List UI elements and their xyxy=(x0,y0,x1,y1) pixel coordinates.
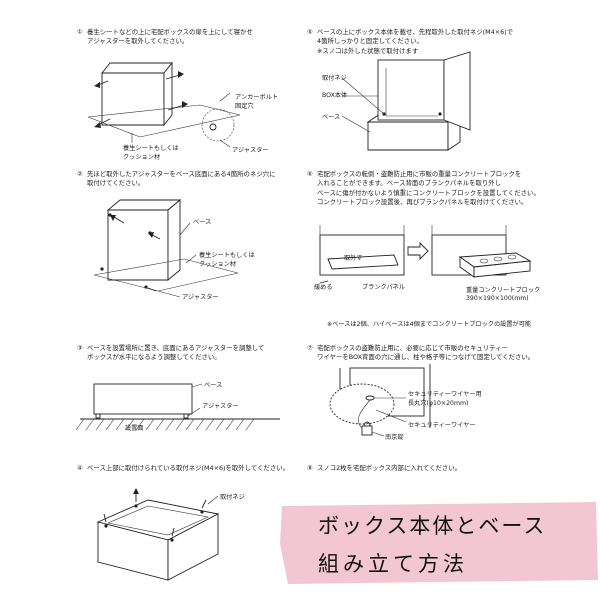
step-6-illustration xyxy=(319,225,532,284)
banner-title-line-1: ボックス本体とベース xyxy=(318,514,547,538)
s6-block-size-label: 390×190×100(mm) xyxy=(466,295,529,302)
s7-hole-label: 長丸穴(φ10×20mm) xyxy=(408,400,469,407)
banner-title-line-2: 組み立て方法 xyxy=(318,552,468,576)
s6-panel-label: ブランクパネル xyxy=(362,284,406,291)
step-3-illustration xyxy=(75,383,280,431)
s6-note: ※ベースは2個、ハイベースは4個までコンクリートブロックの設置が可能 xyxy=(327,321,532,328)
s2-base-label: ベース xyxy=(193,219,212,226)
step-4-illustration xyxy=(96,488,220,581)
s1-anchor2-label: 固定穴 xyxy=(235,103,254,110)
s3-adjuster-label: アジャスター xyxy=(202,403,239,410)
s2-adjuster-label: アジャスター xyxy=(182,294,219,301)
step-1-illustration xyxy=(87,61,241,148)
s6-block-label: 重量コンクリートブロック xyxy=(466,287,541,294)
s5-base-label: ベース xyxy=(322,114,341,121)
s2-sheet2-label: クッション材 xyxy=(199,261,237,268)
step-2-illustration xyxy=(93,199,239,298)
s4-screw-label: 取付ネジ xyxy=(220,494,245,501)
s3-floor-label: 設置面 xyxy=(125,425,144,432)
s7-wire2-label: セキュリティーワイヤー xyxy=(408,422,476,429)
s6-remove-label: 取外す xyxy=(344,255,363,262)
s2-sheet-label: 養生シートもしくは xyxy=(199,252,255,259)
s7-wire-label: セキュリティーワイヤー用 xyxy=(408,391,482,398)
s6-loosen-label: 緩める xyxy=(314,284,333,291)
title-banner xyxy=(280,502,598,584)
s1-sheet-label: 養生シートもしくは xyxy=(123,145,179,152)
s1-anchor-label: アンカーボルト xyxy=(235,94,279,101)
s1-sheet2-label: クッション材 xyxy=(123,154,161,161)
s5-box-label: BOX本体 xyxy=(322,92,348,99)
s1-adjuster-label: アジャスター xyxy=(232,147,269,154)
s7-lock-label: 南京錠 xyxy=(385,434,404,441)
step-5-illustration xyxy=(341,51,471,151)
s5-screw-label: 取付ネジ xyxy=(322,75,347,82)
s3-base-label: ベース xyxy=(204,382,223,389)
step-7-illustration xyxy=(329,364,431,437)
